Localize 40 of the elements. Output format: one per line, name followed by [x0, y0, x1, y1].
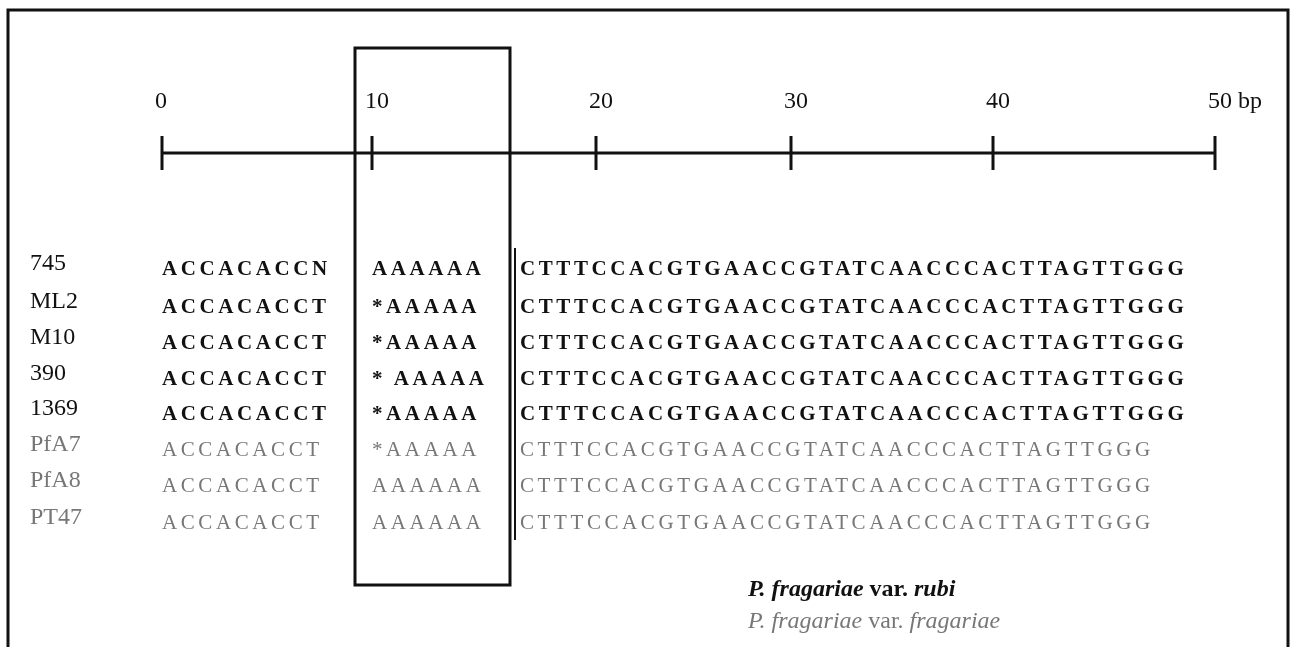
axis-tick-label: 50 bp: [1208, 88, 1262, 112]
sequence-text: ACCACACCT: [162, 368, 330, 389]
axis-tick-label: 0: [155, 88, 167, 112]
sequence-text: ACCACACCT: [162, 512, 323, 533]
sequence-text: *AAAAA: [372, 332, 480, 353]
axis-tick-label: 40: [986, 88, 1010, 112]
sequence-text: CTTTCCACGTGAACCGTATCAACCCACTTAGTTGGG: [520, 368, 1188, 389]
sequence-text: ACCACACCN: [162, 258, 331, 279]
sequence-text: ACCACACCT: [162, 332, 330, 353]
sequence-text: CTTTCCACGTGAACCGTATCAACCCACTTAGTTGGG: [520, 403, 1188, 424]
strain-label: PfA7: [30, 431, 81, 455]
legend-text: P. fragariae var. fragariae: [748, 608, 1001, 632]
sequence-text: CTTTCCACGTGAACCGTATCAACCCACTTAGTTGGG: [520, 332, 1188, 353]
sequence-text: ACCACACCT: [162, 475, 323, 496]
sequence-text: ACCACACCT: [162, 403, 330, 424]
sequence-text: CTTTCCACGTGAACCGTATCAACCCACTTAGTTGGG: [520, 439, 1154, 460]
axis-tick-label: 20: [589, 88, 613, 112]
sequence-text: *AAAAA: [372, 403, 480, 424]
sequence-text: AAAAAA: [372, 258, 485, 279]
sequence-text: *AAAAA: [372, 439, 480, 460]
strain-label: ML2: [30, 288, 78, 312]
strain-label: PfA8: [30, 467, 81, 491]
sequence-text: AAAAAA: [372, 512, 485, 533]
sequence-text: ACCACACCT: [162, 296, 330, 317]
axis-tick-label: 10: [365, 88, 389, 112]
strain-label: 1369: [30, 395, 78, 419]
strain-label: M10: [30, 324, 76, 348]
strain-label: PT47: [30, 504, 82, 528]
strain-label: 745: [30, 250, 66, 274]
sequence-text: * AAAAA: [372, 368, 488, 389]
axis-tick-label: 30: [784, 88, 808, 112]
sequence-text: CTTTCCACGTGAACCGTATCAACCCACTTAGTTGGG: [520, 296, 1188, 317]
sequence-text: CTTTCCACGTGAACCGTATCAACCCACTTAGTTGGG: [520, 475, 1154, 496]
sequence-text: CTTTCCACGTGAACCGTATCAACCCACTTAGTTGGG: [520, 258, 1188, 279]
strain-label: 390: [30, 360, 66, 384]
sequence-text: *AAAAA: [372, 296, 480, 317]
sequence-text: ACCACACCT: [162, 439, 323, 460]
legend-text: P. fragariae var. rubi: [748, 576, 956, 600]
sequence-text: CTTTCCACGTGAACCGTATCAACCCACTTAGTTGGG: [520, 512, 1154, 533]
sequence-text: AAAAAA: [372, 475, 485, 496]
